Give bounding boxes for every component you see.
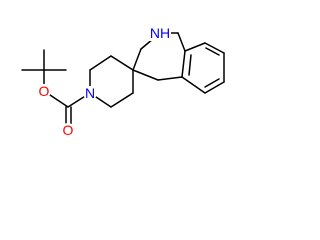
- bond-arene-inner-1: [188, 54, 192, 76]
- azepine-nh-label: NH: [150, 25, 170, 41]
- azepine-nh-bg: [149, 25, 171, 41]
- piperidine-nitrogen-label: N: [85, 85, 95, 101]
- bond-arene-c2-c3: [184, 42, 206, 52]
- ether-o-bg: [37, 84, 51, 98]
- structure-canvas: O O N NH: [0, 0, 248, 151]
- carbonyl-oxygen-label: O: [63, 122, 74, 138]
- carbonyl-o-bg: [61, 123, 75, 137]
- bond-ch2-lower-to-arene: [157, 76, 183, 81]
- molecule-structure: O O N NH: [21, 25, 225, 138]
- bond-arene-inner-2: [205, 47, 220, 56]
- bond-ch2-benzylic-to-arene: [177, 32, 186, 52]
- bond-arene-c3-c4: [204, 42, 225, 54]
- bond-spiro-to-ch2-lower: [132, 69, 159, 81]
- bond-arene-c6-c1: [181, 76, 206, 94]
- bond-spiro-to-ch2-upper: [132, 48, 142, 71]
- piperidine-n-bg: [83, 86, 97, 100]
- bond-arene-inner-3: [204, 78, 220, 88]
- bonds: [21, 32, 225, 131]
- bond-pip-c2-c3: [89, 55, 112, 71]
- bond-arene-c1-c2: [181, 50, 186, 78]
- bond-pip-c3-spiro: [110, 55, 134, 71]
- atom-labels: O O N NH: [37, 25, 171, 138]
- bond-pip-c5-c6: [110, 92, 134, 108]
- ether-oxygen-label: O: [39, 83, 50, 99]
- bond-arene-c5-c6: [204, 81, 225, 94]
